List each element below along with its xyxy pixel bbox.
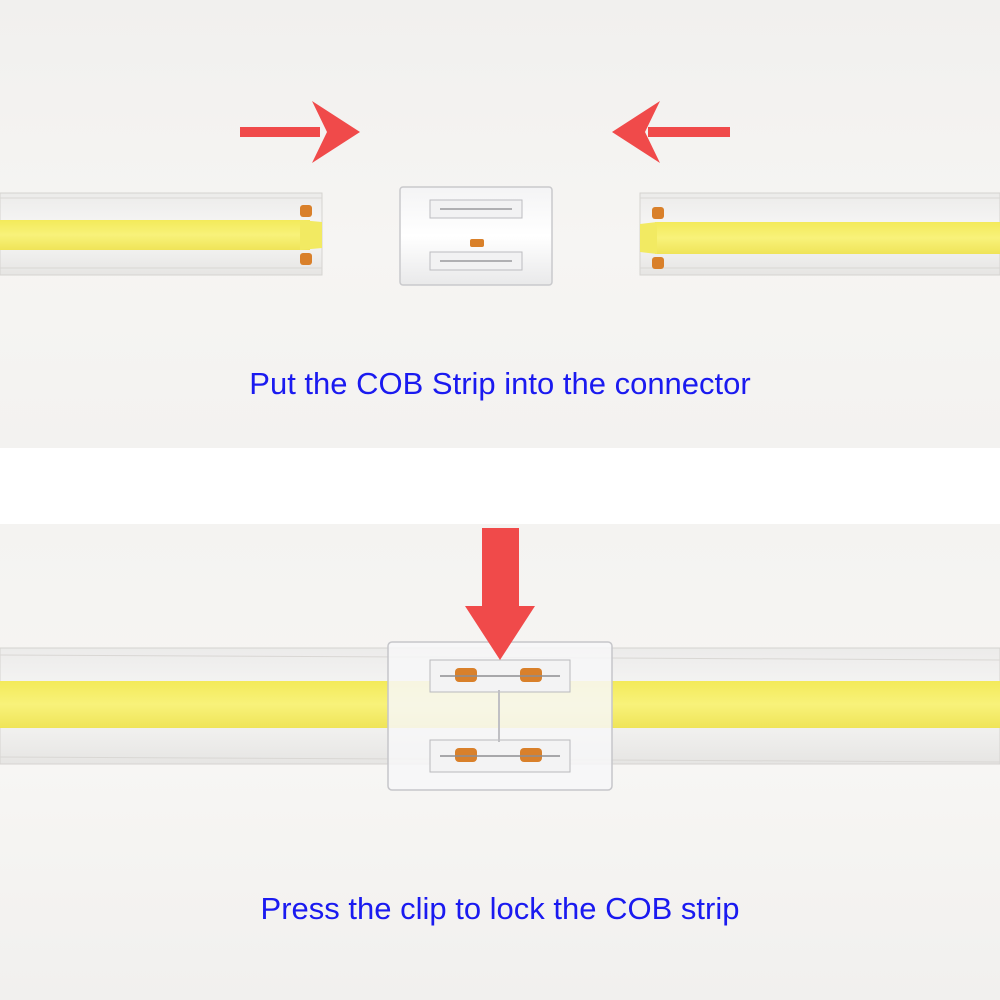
arrow-down-icon [465, 528, 535, 660]
arrow-right-icon [240, 101, 360, 163]
copper-pad [652, 207, 664, 219]
bottom-caption: Press the clip to lock the COB strip [260, 891, 740, 926]
left-cob-strip [0, 192, 323, 276]
locked-connector [387, 641, 613, 791]
top-caption: Put the COB Strip into the connector [249, 366, 751, 401]
arrow-left-icon [612, 101, 730, 163]
panel-divider [0, 448, 1000, 524]
copper-pad [300, 205, 312, 217]
copper-pad [300, 253, 312, 265]
right-cob-strip [639, 192, 1000, 276]
copper-pad [652, 257, 664, 269]
strip-connector [399, 186, 553, 286]
